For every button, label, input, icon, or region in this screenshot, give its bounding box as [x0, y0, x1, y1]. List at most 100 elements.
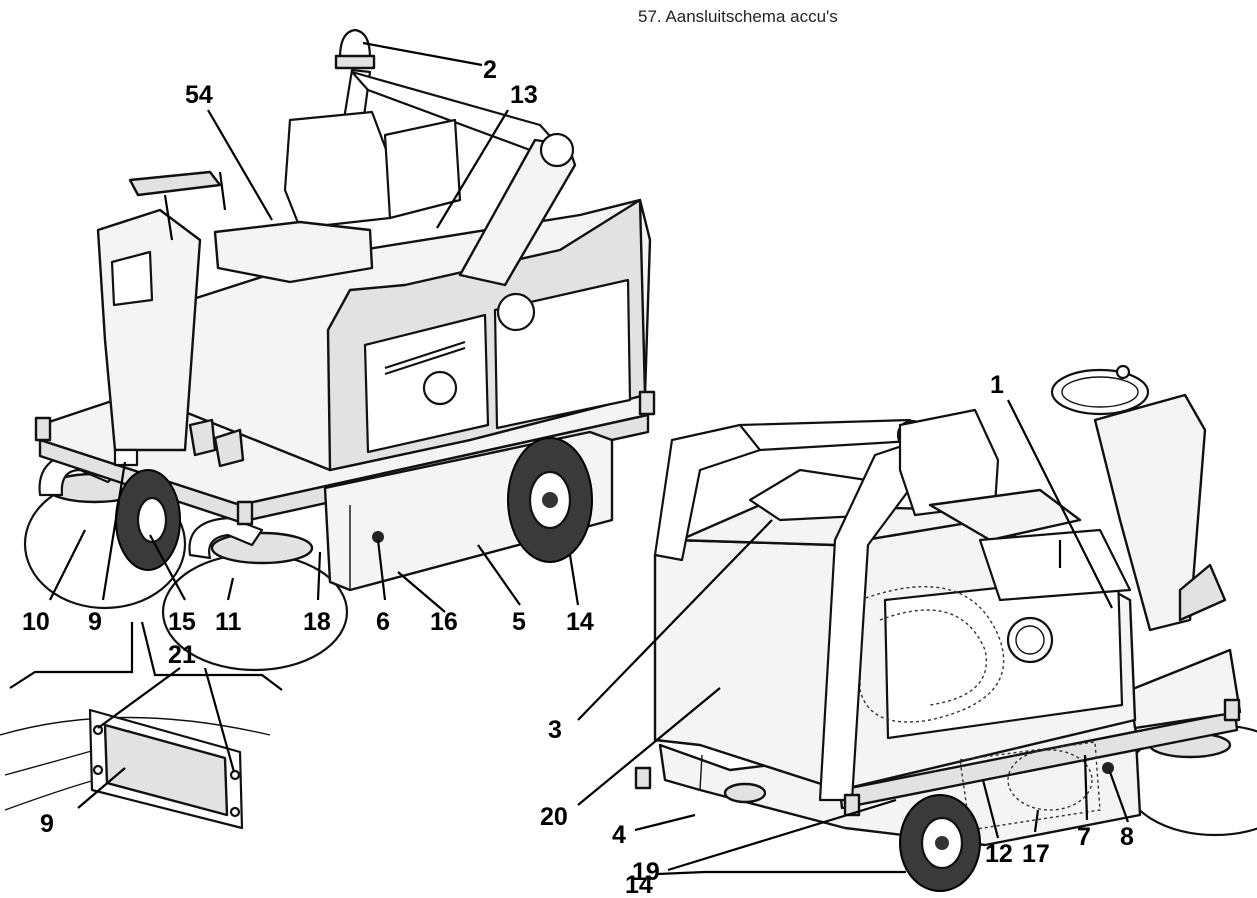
callout-labels: 2 54 13 10 9 15 11 18 6 16 5 14 21 9 1 3…	[22, 56, 1134, 898]
left-beacon-base	[334, 54, 376, 70]
callout-5: 5	[512, 608, 526, 636]
right-vent-inner	[1015, 625, 1045, 655]
left-seat-back	[283, 110, 392, 230]
left-machine	[23, 28, 656, 672]
leader-18	[316, 551, 322, 601]
leader-14b-stub	[657, 870, 706, 876]
callout-12: 12	[985, 840, 1013, 868]
callout-15: 15	[168, 608, 196, 636]
inset-screw-4	[229, 806, 241, 818]
leader-14a	[568, 554, 580, 606]
leader-4	[634, 813, 696, 832]
callout-9b: 9	[40, 810, 54, 838]
leader-54	[207, 109, 273, 221]
right-knob-8	[1102, 762, 1114, 774]
leader-21a	[97, 667, 181, 729]
callout-17: 17	[1022, 840, 1050, 868]
callout-14b: 14	[625, 871, 653, 898]
left-vent-lower	[422, 370, 458, 406]
leader-2	[362, 41, 483, 67]
leader-20	[577, 687, 721, 806]
right-hidden-hose-2	[879, 609, 987, 706]
caption-text: 57. Aansluitschema accu's	[638, 7, 838, 26]
inset-screw-3	[92, 764, 104, 776]
right-hidden-hose	[859, 586, 1005, 723]
callout-13: 13	[510, 81, 538, 109]
right-vent	[1006, 616, 1054, 664]
leader-9b	[77, 767, 126, 809]
leader-3	[577, 519, 773, 721]
left-pedal-1	[188, 418, 217, 457]
right-chassis-rim	[838, 710, 1239, 810]
callout-3: 3	[548, 716, 562, 744]
left-rear-axle	[542, 492, 558, 508]
callout-1: 1	[990, 371, 1004, 399]
right-rear-wheel	[723, 782, 767, 804]
callout-54: 54	[185, 81, 213, 109]
inset-bracket-left	[9, 622, 134, 689]
right-hidden-filter	[1007, 749, 1093, 811]
left-steering-column	[96, 208, 202, 452]
right-machine	[634, 364, 1257, 892]
inset-curve-1	[0, 716, 271, 736]
left-bumper-3	[638, 390, 656, 416]
callout-6: 6	[376, 608, 390, 636]
callout-7: 7	[1077, 823, 1091, 851]
left-lever	[218, 171, 227, 211]
leader-16	[397, 571, 446, 613]
inset-curve-2	[4, 749, 96, 776]
leader-12	[981, 779, 1000, 839]
left-light-9	[113, 448, 139, 467]
leader-9a	[101, 461, 127, 601]
right-cover	[978, 528, 1132, 602]
leader-15	[149, 534, 186, 601]
inset-screw-1	[92, 724, 104, 736]
right-hidden-brush	[959, 741, 1101, 831]
left-grille	[384, 341, 466, 375]
inset-lens	[103, 723, 229, 817]
left-arm-knob	[539, 132, 575, 168]
left-knob-6	[372, 531, 384, 543]
callout-8: 8	[1120, 823, 1134, 851]
leader-13	[436, 109, 509, 229]
callout-2: 2	[483, 56, 497, 84]
callout-19: 19	[632, 858, 660, 886]
left-bumper-1	[34, 416, 52, 442]
left-seat-cushion	[213, 220, 374, 284]
callout-14a: 14	[566, 608, 594, 636]
leader-11	[226, 577, 235, 601]
leader-1	[1007, 399, 1113, 609]
left-engine-cover	[383, 118, 462, 220]
leader-21b	[203, 667, 236, 773]
callout-18: 18	[303, 608, 331, 636]
right-seat-cushion	[928, 488, 1082, 542]
callout-21: 21	[168, 641, 196, 669]
right-front-axle	[935, 836, 949, 850]
leader-17	[1033, 809, 1040, 833]
right-steering-knob	[1115, 364, 1131, 380]
leader-7	[1083, 754, 1089, 821]
right-bumper-2	[843, 793, 861, 817]
callout-4: 4	[612, 821, 626, 849]
callout-10: 10	[22, 608, 50, 636]
left-bumper-2	[236, 500, 254, 526]
leader-lines	[49, 41, 1130, 876]
callout-16: 16	[430, 608, 458, 636]
callout-20: 20	[540, 803, 568, 831]
left-pedal-2	[213, 428, 245, 468]
left-display	[110, 250, 154, 307]
right-bumper-1	[634, 766, 652, 790]
left-steering-shaft	[163, 194, 174, 241]
inset-curve-3	[4, 779, 96, 811]
leader-10	[49, 529, 86, 601]
left-vent-upper	[496, 292, 536, 332]
callout-9a: 9	[88, 608, 102, 636]
left-broom-hub-11	[210, 531, 314, 565]
left-beacon-lamp	[338, 28, 372, 60]
right-pedal	[1178, 563, 1227, 622]
broom-arm-right	[188, 516, 264, 560]
right-steering-wheel-inner	[1061, 376, 1139, 408]
leader-8	[1108, 771, 1130, 823]
